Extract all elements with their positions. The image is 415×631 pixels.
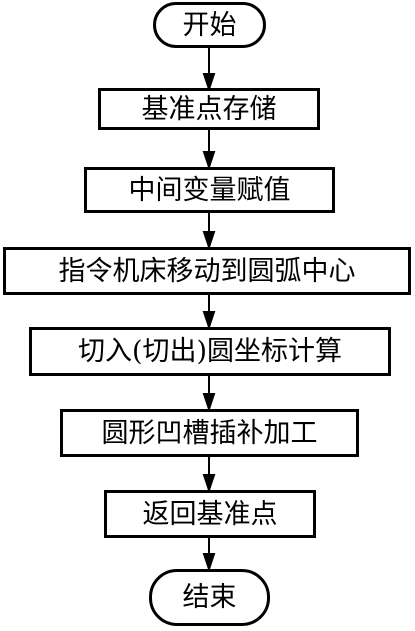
step-circular-pocket-interpolation: 圆形凹槽插补加工	[60, 409, 359, 457]
step-entry-exit-circle-calculation: 切入(切出)圆坐标计算	[29, 327, 391, 376]
arrowhead-5	[202, 393, 216, 413]
step-return-reference-point: 返回基准点	[104, 490, 316, 538]
step-assign-intermediate-variables: 中间变量赋值	[84, 167, 335, 213]
step-label: 返回基准点	[142, 498, 278, 530]
arrowhead-1	[202, 73, 216, 93]
arrowhead-4	[202, 311, 216, 331]
end-terminal: 结束	[149, 569, 270, 626]
step-label: 圆形凹槽插补加工	[101, 417, 318, 449]
arrowhead-2	[202, 151, 216, 171]
step-label: 指令机床移动到圆弧中心	[58, 255, 356, 287]
arrowhead-6	[202, 474, 216, 494]
step-label: 切入(切出)圆坐标计算	[77, 336, 343, 367]
arrowhead-3	[202, 231, 216, 251]
step-store-reference-point: 基准点存储	[98, 88, 320, 130]
step-label: 中间变量赋值	[128, 174, 291, 206]
start-label: 开始	[182, 9, 237, 41]
step-move-to-arc-center: 指令机床移动到圆弧中心	[3, 247, 411, 295]
arrowhead-7	[202, 553, 216, 573]
step-label: 基准点存储	[141, 93, 277, 125]
start-terminal: 开始	[153, 2, 266, 48]
end-label: 结束	[182, 582, 237, 613]
